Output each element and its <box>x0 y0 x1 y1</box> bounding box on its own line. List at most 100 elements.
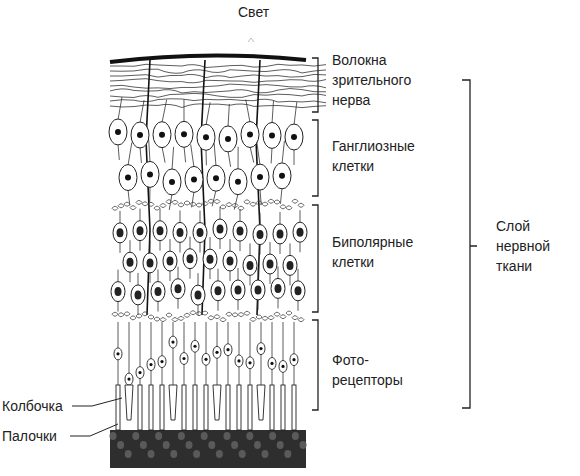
synapse-mark <box>226 203 232 207</box>
ganglion-cell <box>163 169 181 195</box>
cell-nucleus <box>195 291 202 300</box>
cell-nucleus <box>137 132 143 138</box>
pigment-granule <box>201 432 208 440</box>
bipolar-cell <box>153 221 167 241</box>
rod-cell <box>237 385 241 430</box>
pigment-granule <box>269 432 276 440</box>
bipolar-cell <box>271 278 285 298</box>
receptor-fiber <box>195 322 196 385</box>
bipolar-cell <box>173 222 187 242</box>
bipolar-cell <box>123 252 137 272</box>
cell-nucleus <box>217 224 224 233</box>
cell-nucleus <box>197 228 204 237</box>
synapse-mark <box>256 315 262 319</box>
cell-nucleus <box>207 255 214 264</box>
receptor-nucleus <box>202 353 210 365</box>
cell-nucleus <box>297 228 304 237</box>
layer-label: Ганглиозные клетки <box>332 136 428 176</box>
bipolar-cell <box>143 253 157 273</box>
ganglion-cell <box>197 124 215 150</box>
ganglion-cell <box>207 165 225 191</box>
synapse-mark <box>112 312 118 316</box>
ganglion-cell <box>185 166 203 192</box>
cell-dendrite <box>294 149 295 165</box>
synapse-mark <box>262 316 268 320</box>
cell-nucleus <box>237 227 244 236</box>
cell-nucleus <box>191 176 197 182</box>
cell-dendrite <box>280 188 282 204</box>
cell-axon <box>228 104 229 127</box>
bipolar-cell <box>291 281 305 301</box>
synapse-mark <box>136 314 142 318</box>
cell-dendrite <box>260 189 261 205</box>
layer-bracket <box>312 320 318 410</box>
synapse-mark <box>148 202 154 206</box>
pigment-granule <box>163 441 170 449</box>
synapse-mark <box>172 200 178 204</box>
cell-dendrite <box>206 149 207 165</box>
synapse-mark <box>202 311 208 315</box>
synapse-mark <box>184 201 190 205</box>
cell-axon <box>238 147 239 170</box>
pigment-granule <box>193 450 200 458</box>
rod-cell <box>292 385 296 430</box>
cell-nucleus <box>182 357 185 360</box>
receptor-nucleus <box>268 357 276 369</box>
pigment-granule <box>262 450 269 458</box>
cell-nucleus <box>226 348 229 351</box>
cell-axon <box>162 100 167 123</box>
rod-cell <box>160 385 164 430</box>
ganglion-cell <box>251 164 269 190</box>
bipolar-cell <box>243 255 257 275</box>
bipolar-cell <box>133 221 147 241</box>
ganglion-cell <box>241 122 259 148</box>
bipolar-cell <box>203 249 217 269</box>
synapse-mark <box>280 315 286 319</box>
rod-cell <box>149 385 153 430</box>
inner-membrane <box>110 55 306 62</box>
cell-nucleus <box>257 230 264 239</box>
pigment-granule <box>148 450 155 458</box>
pigment-granule <box>246 432 253 440</box>
synapse-mark <box>160 318 166 322</box>
synapse-mark <box>142 312 148 316</box>
ganglion-cell <box>131 122 149 148</box>
bipolar-cell <box>151 282 165 302</box>
synapse-mark <box>148 315 154 319</box>
bipolar-cell <box>183 249 197 269</box>
cell-axon <box>294 102 297 125</box>
bipolar-cell <box>251 280 265 300</box>
group-bracket <box>462 80 477 408</box>
synapse-mark <box>286 206 292 210</box>
rod-cell <box>193 385 197 430</box>
cell-nucleus <box>147 258 154 267</box>
cell-nucleus <box>287 261 294 270</box>
cell-axon <box>191 144 194 167</box>
receptor-fiber <box>173 322 174 385</box>
cell-nucleus <box>247 132 253 138</box>
receptor-nucleus <box>158 356 166 368</box>
cell-dendrite <box>149 186 150 202</box>
receptor-nucleus <box>279 360 287 372</box>
cell-dendrite <box>271 147 273 163</box>
pigment-granule <box>231 441 238 449</box>
ganglion-cell <box>153 122 171 148</box>
pigment-granule <box>132 432 139 440</box>
cell-axon <box>172 147 174 170</box>
synapse-mark <box>166 200 172 204</box>
cell-nucleus <box>203 134 209 140</box>
nerve-fiber <box>110 64 326 67</box>
synapse-mark <box>226 312 232 316</box>
pigment-granule <box>155 432 162 440</box>
ganglion-cell <box>273 163 291 189</box>
ganglion-cell <box>141 161 159 187</box>
synapse-mark <box>238 206 244 210</box>
cell-nucleus <box>204 358 207 361</box>
layer-label: Волокна зрительного нерва <box>332 50 424 110</box>
cell-axon <box>140 100 144 123</box>
light-label: Свет <box>238 2 298 22</box>
receptor-nucleus <box>235 355 243 367</box>
cell-dendrite <box>184 146 186 162</box>
synapse-mark <box>214 199 220 203</box>
